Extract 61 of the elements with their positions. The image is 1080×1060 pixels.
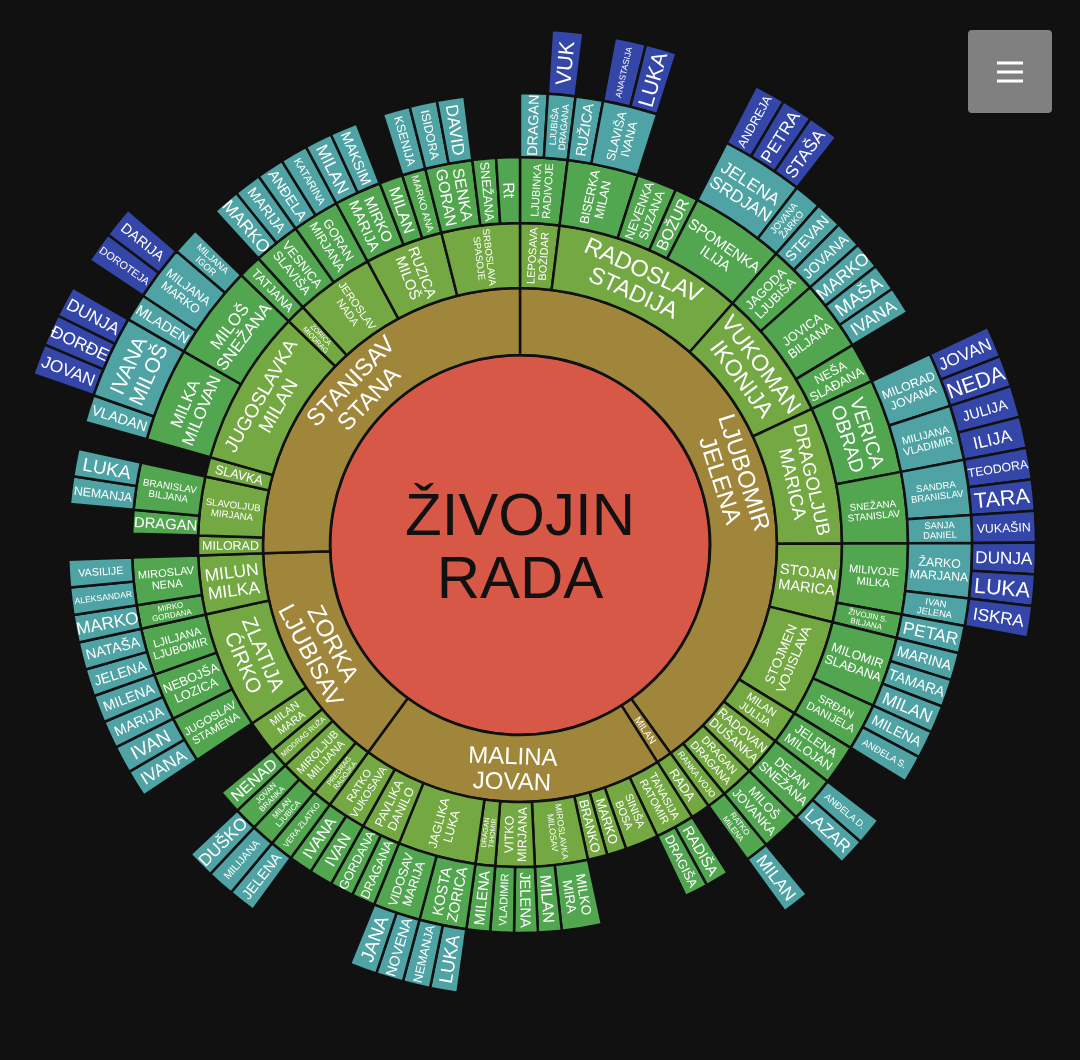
name-label: STOJAN MARICA xyxy=(777,560,838,599)
name-label: VUKAŠIN xyxy=(976,520,1031,537)
name-label: LEPOSAVA BOŽIDAR xyxy=(524,227,551,285)
name-label: NEMANJA xyxy=(73,483,134,505)
name-label: VITKO MIRJANA xyxy=(502,807,530,863)
ring-segment xyxy=(67,556,135,589)
name-label: MILORAD xyxy=(202,538,259,553)
name-label: LJUBINKA RADIVOJE xyxy=(528,163,556,220)
name-label: DRAGAN xyxy=(133,513,198,534)
name-label: RUŽICA xyxy=(572,102,597,158)
name-label: SRBOSLAVA SPASOJE xyxy=(471,227,499,287)
name-label: KOSTA ZORICA xyxy=(429,865,471,924)
name-label: SNEŽANA xyxy=(477,161,497,222)
name-label: JELENA xyxy=(516,871,534,928)
name-label: SLAVKA xyxy=(213,461,265,488)
ring-segment xyxy=(546,28,585,98)
name-label: TEODORA xyxy=(966,457,1030,481)
name-label: DUNJA xyxy=(974,546,1033,569)
name-label: LUKA xyxy=(973,573,1032,603)
name-label: JULIJA xyxy=(960,396,1010,425)
name-label: ŽARKO MARJANA xyxy=(909,554,969,585)
name-label: IVAN JELENA xyxy=(916,596,953,621)
name-label: SLAVOLJUB MIRJANA xyxy=(205,495,262,523)
name-label: TARA xyxy=(972,483,1031,514)
name-label: LUKA xyxy=(434,933,464,985)
ring-segment xyxy=(905,513,974,545)
name-label: ISKRA xyxy=(971,603,1026,631)
name-label: MILAN xyxy=(536,874,558,924)
name-label: DRAGAN xyxy=(524,94,542,157)
name-label: ILIJA xyxy=(971,425,1014,454)
ring-segment xyxy=(969,509,1038,545)
name-label: VLADIMIR xyxy=(496,873,511,927)
name-label: DAVID xyxy=(441,103,470,157)
name-label: VASILIJE xyxy=(77,563,124,579)
name-label: LJUBIŠA DRAGANA xyxy=(547,103,572,151)
name-label: MILENA xyxy=(471,869,493,927)
name-label: MILKO MIRA xyxy=(559,872,595,917)
name-label: VUK xyxy=(550,39,580,87)
ring-segment xyxy=(494,155,522,225)
name-label: SANJA DANIEL xyxy=(922,519,957,541)
name-label: ŽIVOJIN RADA xyxy=(405,480,635,611)
ring-segment xyxy=(904,541,974,600)
name-label: BISERKA MILAN xyxy=(577,168,614,226)
name-label: LUKA xyxy=(81,453,133,484)
name-label: LUKA xyxy=(633,49,673,110)
name-label: SANDRA BRANISLAV xyxy=(910,478,965,506)
name-label: MILUN MILKA xyxy=(203,558,262,604)
name-label: ALEKSANDAR xyxy=(73,588,133,606)
ring-segment xyxy=(72,447,143,488)
name-label: SENKA GORAN xyxy=(432,166,477,228)
ring-segment xyxy=(518,91,550,159)
name-label: MIROSLAV NENA xyxy=(137,563,195,592)
name-label: Rt xyxy=(500,182,518,199)
name-label: SNEŽANA STANISLAV xyxy=(847,497,901,524)
ring-segment xyxy=(512,865,540,935)
name-label: MILIVOJE MILKA xyxy=(848,562,900,590)
name-label: MALINA JOVAN xyxy=(467,740,558,796)
name-label: ISIDORA xyxy=(417,108,442,161)
name-label: MIROSLAVKA MILOSAV xyxy=(545,803,571,860)
ring-segment xyxy=(970,541,1038,576)
name-label: BRANISLAV BILJANA xyxy=(142,476,198,505)
